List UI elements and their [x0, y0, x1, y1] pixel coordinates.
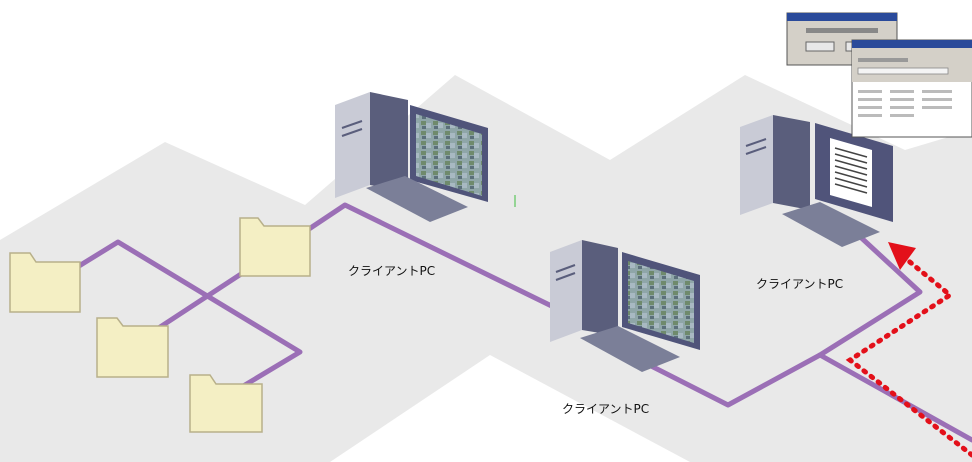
folder-icon: [189, 374, 263, 433]
document-lines: [834, 147, 868, 194]
pc-keyboard: [580, 326, 680, 372]
folder-icon: [239, 217, 311, 277]
pc-tower: [740, 115, 773, 215]
pc-tower-side: [773, 115, 810, 210]
pc-tower: [335, 92, 370, 198]
client-pc-3: [740, 115, 893, 247]
pc-screen: [628, 261, 694, 343]
list-window: [851, 39, 972, 138]
pc-tower: [550, 240, 582, 342]
pc-label-3: クライアントPC: [756, 277, 844, 291]
pc-tower-side: [582, 240, 618, 336]
floor-plane: [0, 75, 972, 462]
pc-label-1: クライアントPC: [348, 264, 436, 278]
arrow-head: [888, 242, 916, 270]
pc-keyboard: [366, 176, 468, 222]
pc-keyboard: [782, 202, 880, 247]
pc-label-2: クライアントPC: [562, 402, 650, 416]
pc-tower-side: [370, 92, 408, 192]
confirm-dialog: [786, 12, 898, 66]
print-flow-arrow: [845, 242, 972, 458]
folder-icon: [9, 252, 81, 313]
client-pc-1: [335, 92, 488, 222]
client-pc-2: [550, 240, 700, 372]
network-line-pc2: [597, 337, 972, 443]
pc-screen: [416, 114, 482, 196]
folder-icon: [96, 317, 169, 378]
network-line-pc3: [817, 229, 923, 358]
